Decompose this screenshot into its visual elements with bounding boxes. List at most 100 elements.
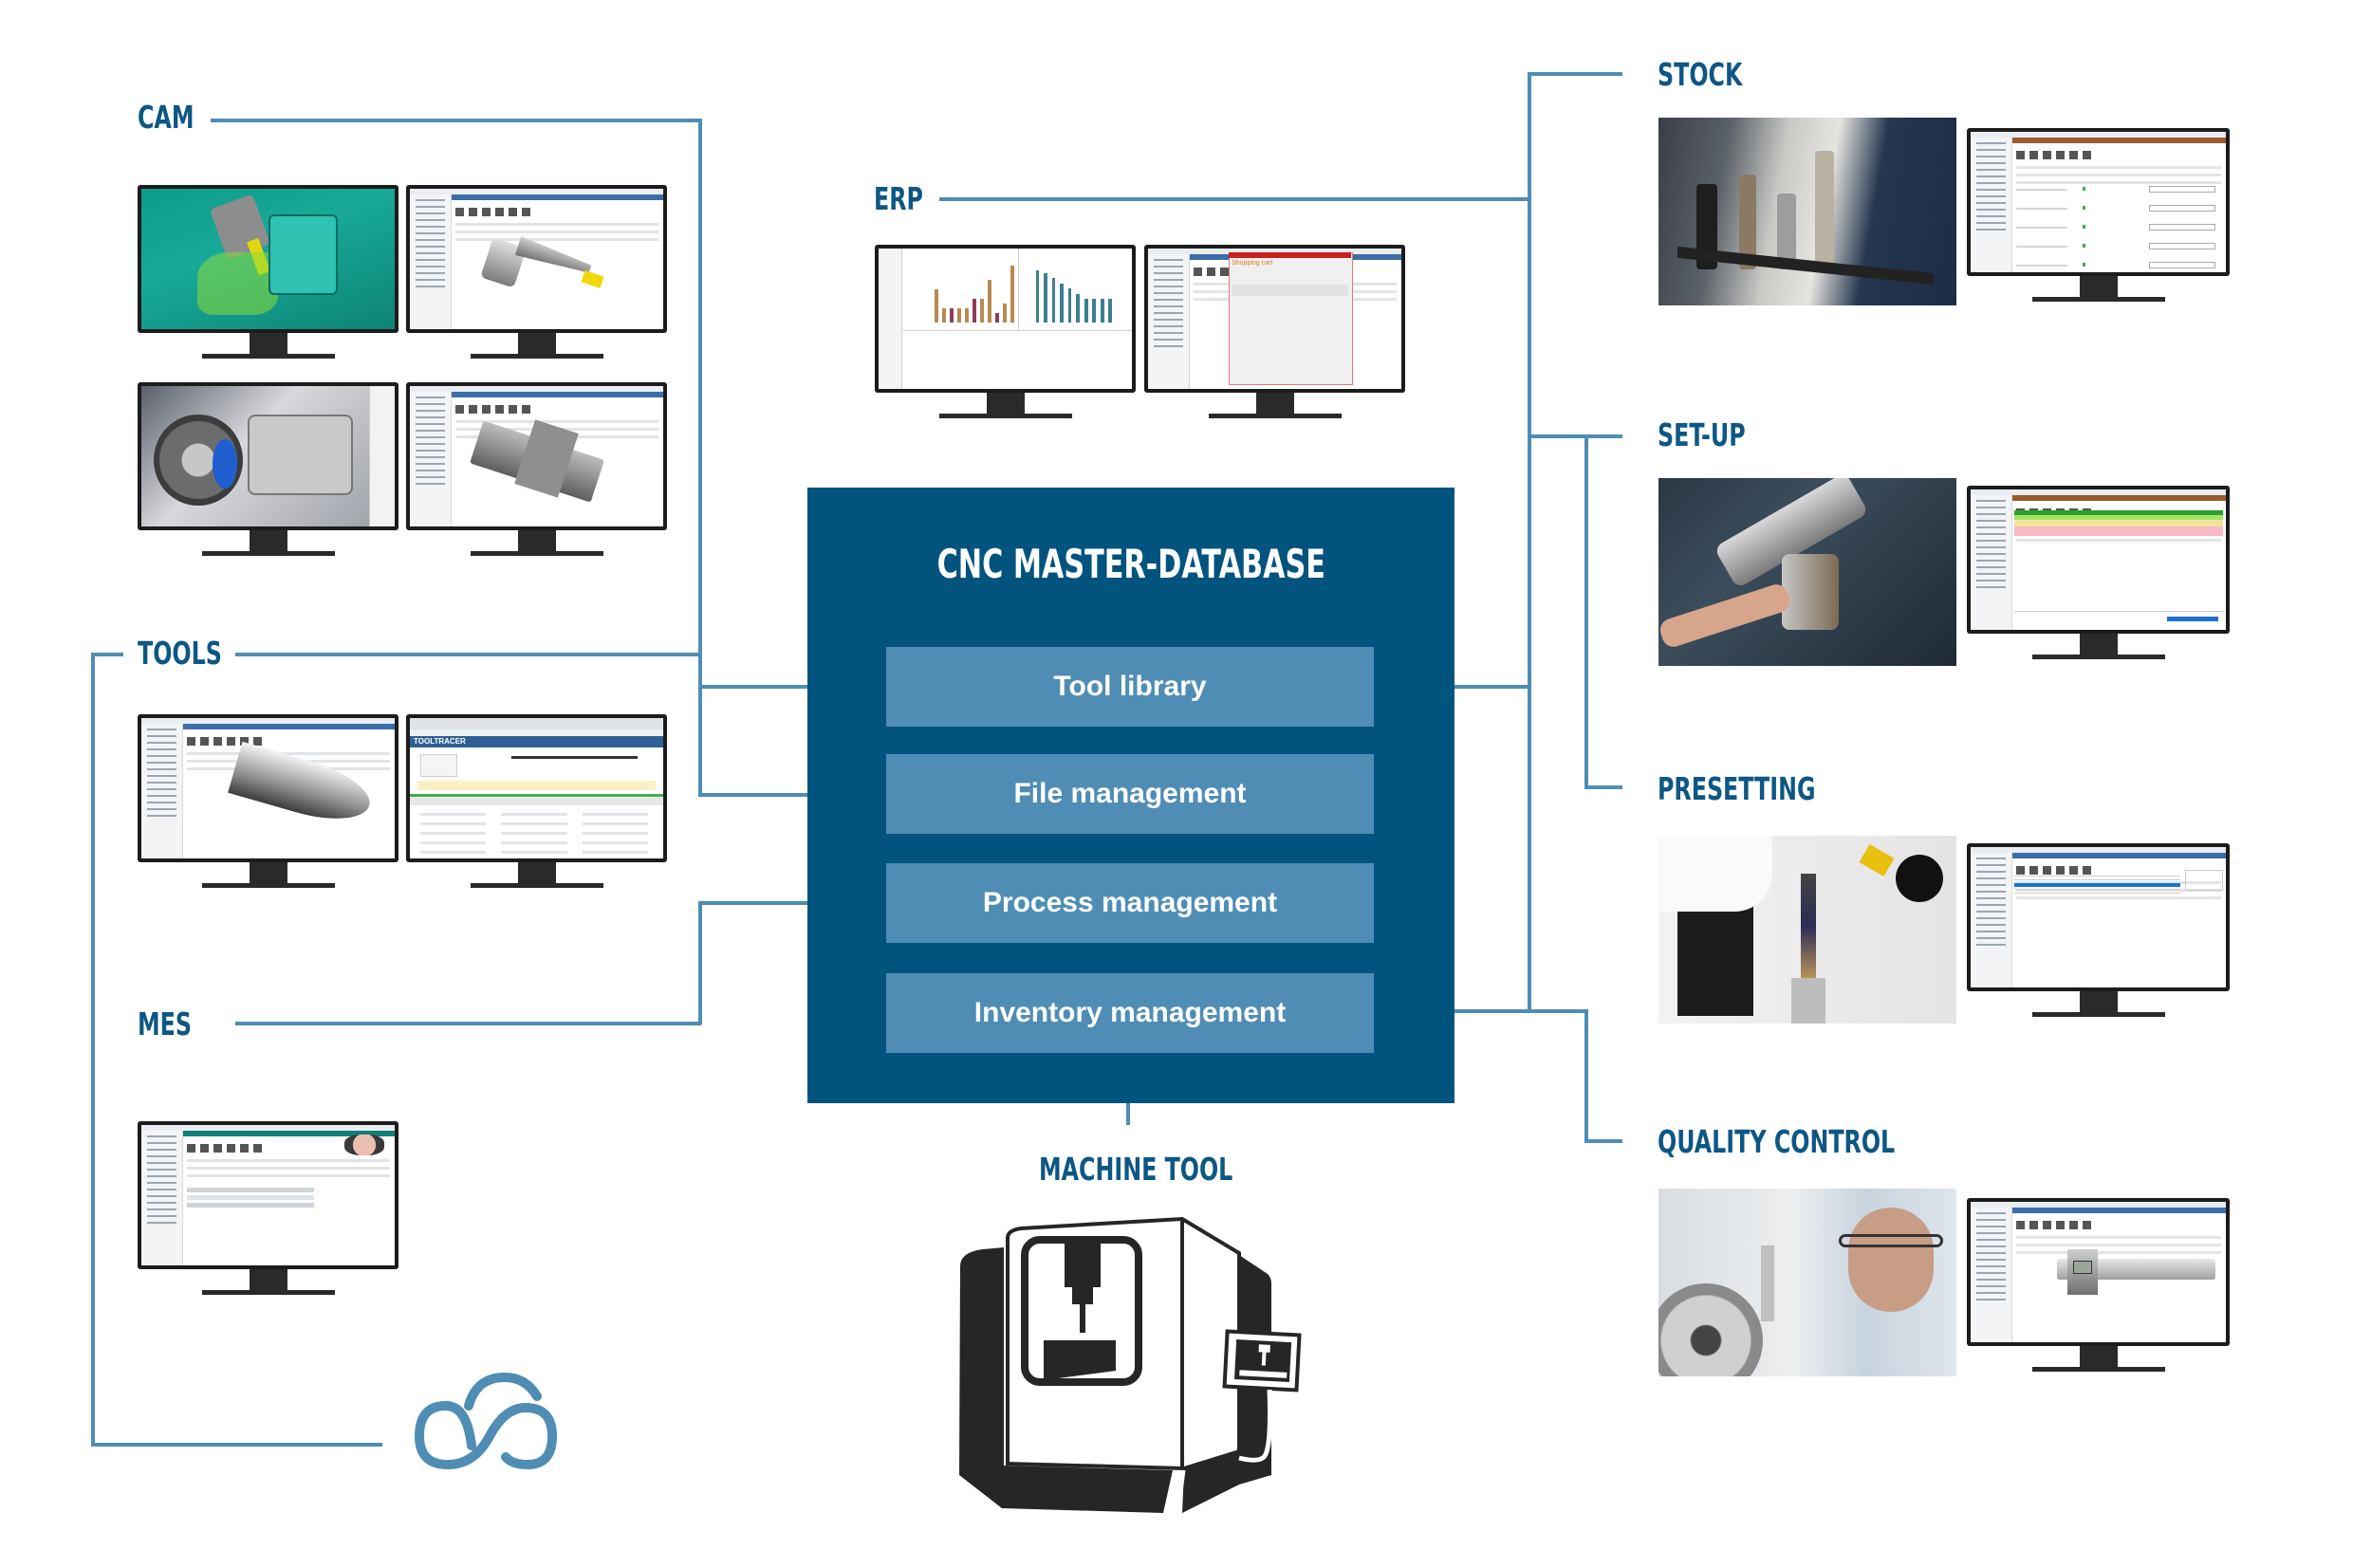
connector-tools-horizontal [235, 653, 701, 656]
monitor-cam-3 [138, 382, 398, 563]
monitor-cam-4 [406, 382, 667, 563]
monitor-base [201, 1290, 335, 1295]
setup-app [1971, 489, 2226, 630]
cam-simulation-turning [141, 386, 395, 526]
module-tool-library[interactable]: Tool library [886, 647, 1374, 727]
monitor-screen [1967, 486, 2230, 634]
monitor-base [470, 551, 603, 556]
module-process-management[interactable]: Process management [886, 863, 1374, 943]
label-erp: ERP [874, 180, 923, 217]
connector-right-trunk [1528, 72, 1531, 1011]
label-cam: CAM [138, 99, 195, 136]
connector-cloud-stub [91, 653, 123, 656]
monitor-base [938, 414, 1072, 418]
connector-left-trunk-upper [698, 119, 702, 796]
label-presetting: PRESETTING [1658, 770, 1816, 807]
monitor-cam-2 [406, 185, 667, 365]
tool-changer-photo [1658, 478, 1956, 666]
module-label: Process management [982, 887, 1278, 918]
monitor-stand [517, 862, 556, 883]
monitor-stand [1255, 393, 1294, 414]
tooltracer-web-app: TOOLTRACER [410, 718, 663, 858]
connector-stock-horizontal [1528, 72, 1622, 76]
connector-qc-horizontal [1584, 1139, 1622, 1143]
cnc-machine-icon [959, 1216, 1302, 1514]
cam-simulation-milling [141, 189, 395, 329]
tool-storage-cabinet-photo [1658, 118, 1956, 305]
measurement-photo [1658, 1189, 1956, 1376]
stock-app [1971, 132, 2226, 272]
shopping-cart-title: Shopping cart [1232, 260, 1273, 267]
monitor-screen [875, 245, 1136, 393]
connector-cloud-horizontal [91, 1443, 382, 1447]
monitor-base [1208, 414, 1342, 418]
qc-app [1971, 1202, 2226, 1342]
monitor-base [201, 551, 335, 556]
monitor-stand [2079, 1346, 2118, 1367]
monitor-screen: TOOLTRACER [406, 714, 667, 862]
label-mes: MES [138, 1005, 192, 1042]
erp-bar-charts [879, 249, 1132, 389]
monitor-base [2031, 1367, 2165, 1372]
monitor-screen [1967, 128, 2230, 276]
label-stock: STOCK [1658, 56, 1743, 93]
connector-setup-horizontal [1584, 434, 1622, 438]
connector-mes-horizontal [235, 1022, 701, 1025]
monitor-stand [517, 333, 556, 354]
connector-qc-vertical [1584, 1009, 1588, 1142]
monitor-stand [249, 530, 287, 551]
monitor-stand [986, 393, 1025, 414]
tool-assembly-3d-holder [410, 189, 663, 329]
monitor-screen [138, 185, 398, 333]
monitor-tools-2: TOOLTRACER [406, 714, 667, 895]
connector-presetting-vertical [1584, 434, 1588, 789]
monitor-screen [1967, 843, 2230, 991]
label-setup: SET-UP [1658, 416, 1746, 453]
monitor-screen [138, 1121, 398, 1269]
database-title: CNC MASTER-DATABASE [936, 541, 1325, 587]
monitor-setup [1967, 486, 2230, 666]
monitor-mes [138, 1121, 398, 1301]
module-label: Tool library [1053, 671, 1207, 702]
label-tools: TOOLS [138, 635, 222, 672]
monitor-base [2031, 297, 2165, 302]
label-quality-control: QUALITY CONTROL [1658, 1123, 1896, 1160]
mes-order-view [141, 1125, 395, 1265]
monitor-erp-2: Shopping cart [1144, 245, 1405, 425]
module-label: File management [1013, 778, 1247, 809]
connector-cloud-vertical [91, 653, 95, 1447]
label-machine-tool: MACHINE TOOL [1039, 1151, 1233, 1188]
monitor-stand [249, 1269, 287, 1290]
monitor-screen: Shopping cart [1144, 245, 1405, 393]
monitor-screen [138, 382, 398, 530]
tool-3d-view [141, 718, 395, 858]
monitor-stand [517, 530, 556, 551]
tooltracer-brand: TOOLTRACER [410, 736, 663, 747]
monitor-screen [1967, 1198, 2230, 1346]
connector-left-trunk-lower [698, 901, 702, 1024]
erp-shopping-cart: Shopping cart [1148, 249, 1401, 389]
monitor-stand [2079, 991, 2118, 1012]
connector-presetting-horizontal [1584, 785, 1622, 789]
monitor-quality-control [1967, 1198, 2230, 1378]
monitor-erp-1 [875, 245, 1136, 425]
monitor-stock [1967, 128, 2230, 308]
presetting-device-photo [1658, 836, 1956, 1024]
module-file-management[interactable]: File management [886, 754, 1374, 834]
tool-assembly-3d-turning-holder [410, 386, 663, 526]
connector-erp-horizontal [939, 197, 1531, 201]
monitor-base [2031, 655, 2165, 659]
monitor-base [470, 883, 603, 888]
monitor-base [201, 354, 335, 359]
connector-inventory-right [1374, 1009, 1588, 1013]
monitor-stand [249, 862, 287, 883]
cloud-icon [414, 1372, 558, 1470]
connector-process-management-left [698, 901, 886, 905]
monitor-screen [406, 382, 667, 530]
module-inventory-management[interactable]: Inventory management [886, 973, 1374, 1053]
monitor-screen [138, 714, 398, 862]
monitor-tools-1 [138, 714, 398, 895]
monitor-base [2031, 1012, 2165, 1017]
monitor-presetting [1967, 843, 2230, 1024]
monitor-stand [2079, 634, 2118, 655]
